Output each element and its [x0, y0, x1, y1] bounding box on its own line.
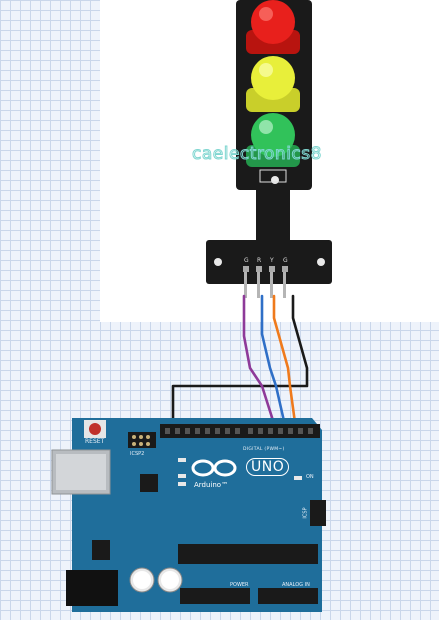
mount-hole-top — [271, 176, 279, 184]
wire-orange — [272, 294, 298, 432]
traffic-light-module: G R Y G — [206, 0, 332, 298]
module-base — [206, 240, 332, 284]
power-label: POWER — [230, 582, 249, 588]
usb-chip — [140, 474, 158, 492]
pin-label-r: R — [257, 257, 261, 264]
power-jack — [66, 570, 118, 606]
analog-header — [258, 588, 318, 604]
regulator — [92, 540, 110, 560]
yellow-led — [246, 56, 300, 112]
icsp-header — [310, 500, 326, 526]
power-header — [180, 588, 250, 604]
module-stem — [256, 185, 290, 245]
reset-label: RESET — [85, 438, 105, 445]
analog-label: ANALOG IN — [282, 582, 310, 588]
l-led — [178, 458, 186, 462]
module-pin-header: G R Y G — [243, 257, 288, 298]
red-led — [246, 0, 300, 54]
main-ic — [178, 544, 318, 564]
pin-label-y: Y — [269, 257, 274, 264]
mount-hole-left — [214, 258, 222, 266]
on-label: ON — [306, 474, 314, 480]
icsp2-header — [128, 432, 156, 448]
wire-blue — [260, 294, 288, 432]
on-led — [294, 476, 302, 480]
watermark-text: caelectronics8 — [192, 144, 322, 165]
mount-hole-right — [317, 258, 325, 266]
icsp2-label: ICSP2 — [130, 451, 145, 457]
wires — [171, 294, 309, 434]
capacitors — [129, 567, 183, 593]
brand-label: Arduino™ — [194, 481, 229, 489]
pin-label-g: G — [244, 257, 249, 264]
wire-gnd — [171, 294, 309, 434]
green-led — [246, 113, 300, 167]
arduino-logo — [191, 459, 237, 477]
arduino-uno-board — [51, 418, 326, 612]
digital-header-pins — [165, 428, 313, 434]
icsp-label: ICSP — [302, 507, 309, 519]
wire-purple — [242, 294, 278, 432]
tx-led — [178, 474, 186, 478]
led-footprint — [259, 169, 287, 183]
uno-label: UNO — [246, 458, 290, 476]
rx-led — [178, 482, 186, 486]
digital-label: DIGITAL (PWM~) — [243, 447, 285, 452]
pin-label-g2: G — [283, 257, 288, 264]
